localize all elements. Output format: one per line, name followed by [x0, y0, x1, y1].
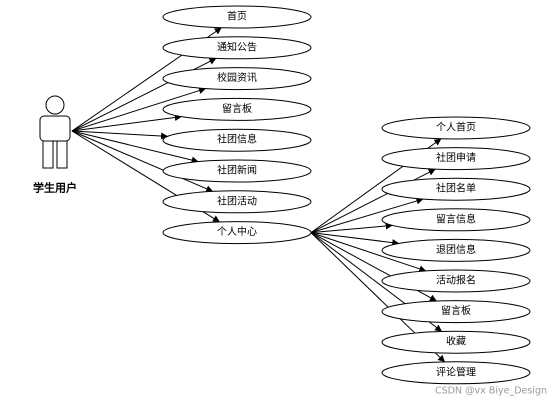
association-arrow-main-2	[71, 87, 206, 132]
use-case-main-1-label: 通知公告	[217, 40, 257, 53]
use-case-sub-4-shape	[381, 238, 531, 262]
association-arrow-sub-5	[310, 232, 427, 273]
use-case-sub-5-shape	[381, 269, 531, 293]
use-case-sub-0-shape	[381, 116, 531, 140]
use-case-main-6: 社团活动	[162, 190, 312, 214]
stick-figure-actor-icon	[39, 95, 71, 169]
use-case-main-4-label: 社团信息	[217, 133, 257, 146]
use-case-sub-2: 社团名单	[381, 177, 531, 201]
use-case-sub-8: 评论管理	[381, 361, 531, 385]
use-case-sub-0: 个人首页	[381, 116, 531, 140]
use-case-sub-7-label: 收藏	[446, 335, 466, 348]
use-case-sub-1: 社团申请	[381, 147, 531, 171]
use-case-main-3-label: 留言板	[222, 102, 252, 115]
use-case-sub-7: 收藏	[381, 330, 531, 354]
use-case-sub-7-shape	[381, 330, 531, 354]
use-case-sub-6-label: 留言板	[441, 304, 471, 317]
use-case-main-7-label: 个人中心	[217, 225, 257, 238]
use-case-main-1-shape	[162, 36, 312, 60]
use-case-sub-3-label: 留言信息	[436, 212, 476, 225]
use-case-main-2-label: 校园资讯	[217, 71, 257, 84]
use-case-main-6-shape	[162, 190, 312, 214]
association-arrow-main-6	[71, 130, 214, 193]
use-case-sub-8-label: 评论管理	[436, 365, 476, 378]
use-case-sub-3-shape	[381, 208, 531, 232]
student-actor: 学生用户	[33, 95, 77, 195]
use-case-main-2: 校园资讯	[162, 67, 312, 91]
use-case-sub-1-shape	[381, 147, 531, 171]
use-case-sub-4: 退团信息	[381, 238, 531, 262]
use-case-main-3-shape	[162, 97, 312, 121]
association-arrow-sub-4	[310, 232, 400, 247]
use-case-main-0-shape	[162, 5, 312, 29]
use-case-main-7: 个人中心	[162, 221, 312, 245]
use-case-sub-6-shape	[381, 300, 531, 324]
use-case-main-3: 留言板	[162, 97, 312, 121]
use-case-sub-2-label: 社团名单	[436, 182, 476, 195]
use-case-sub-6: 留言板	[381, 300, 531, 324]
use-case-main-0: 首页	[162, 5, 312, 29]
use-case-main-0-label: 首页	[227, 10, 247, 23]
use-case-sub-0-label: 个人首页	[436, 121, 476, 134]
use-case-sub-2-shape	[381, 177, 531, 201]
association-lines	[71, 27, 446, 363]
use-case-nodes: 首页通知公告校园资讯留言板社团信息社团新闻社团活动个人中心个人首页社团申请社团名…	[162, 5, 531, 385]
use-case-main-4: 社团信息	[162, 128, 312, 152]
use-case-main-5: 社团新闻	[162, 159, 312, 183]
association-arrow-main-3	[71, 114, 182, 132]
use-case-main-4-shape	[162, 128, 312, 152]
use-case-sub-5: 活动报名	[381, 269, 531, 293]
use-case-main-6-label: 社团活动	[217, 194, 257, 207]
use-case-sub-5-label: 活动报名	[436, 274, 476, 287]
association-arrow-sub-2	[310, 197, 424, 234]
use-case-sub-8-shape	[381, 361, 531, 385]
use-case-main-5-shape	[162, 159, 312, 183]
use-case-main-7-shape	[162, 221, 312, 245]
watermark: CSDN @vx Biye_Design	[435, 386, 547, 397]
use-case-sub-4-label: 退团信息	[436, 243, 476, 256]
use-case-main-5-label: 社团新闻	[217, 164, 257, 177]
use-case-sub-1-label: 社团申请	[436, 151, 476, 164]
association-arrow-sub-3	[310, 222, 393, 234]
use-case-main-2-shape	[162, 67, 312, 91]
actor-label: 学生用户	[33, 181, 77, 195]
association-arrow-main-4	[71, 130, 169, 140]
use-case-main-1: 通知公告	[162, 36, 312, 60]
association-arrow-main-5	[71, 130, 199, 164]
use-case-sub-3: 留言信息	[381, 208, 531, 232]
